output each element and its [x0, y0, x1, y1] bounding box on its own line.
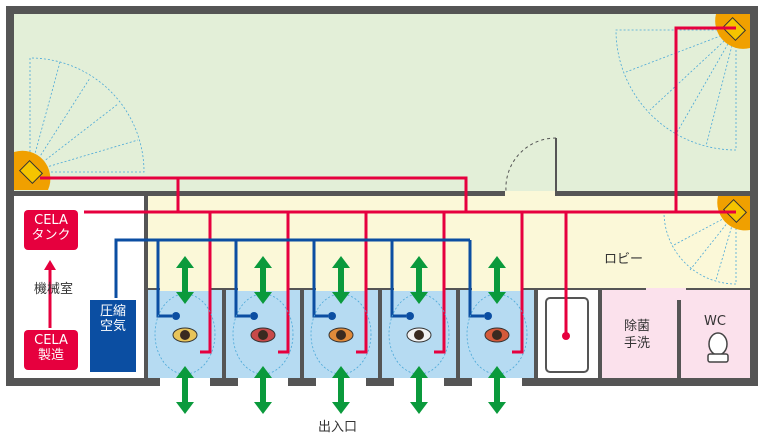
- cela-tank-label-2: タンク: [31, 228, 71, 243]
- cela-pipeline: [40, 26, 736, 354]
- compressed-air-label-2: 空気: [99, 319, 126, 334]
- person-icon: [172, 327, 510, 343]
- cela-production-label-2: 製造: [37, 348, 64, 363]
- restroom-area: [602, 290, 750, 378]
- sanitize-label-2: 手洗: [624, 336, 651, 351]
- lobby-area: [148, 196, 750, 288]
- cela-production-label-1: CELA: [34, 333, 68, 348]
- compressed-air-box: 圧縮 空気: [90, 300, 136, 372]
- sensor-coverage: [29, 29, 737, 285]
- door-icon: [505, 137, 557, 192]
- sanitize-label-1: 除菌: [624, 319, 651, 334]
- entrance-label: 出入口: [318, 420, 358, 435]
- toilet-icon: [707, 332, 729, 363]
- cela-production-box: CELA 製造: [24, 330, 78, 370]
- main-hall: [14, 14, 750, 191]
- wc-label: WC: [704, 314, 726, 329]
- lobby-label: ロビー: [604, 252, 644, 267]
- cela-tank-box: CELA タンク: [24, 210, 78, 250]
- cela-tank-label-1: CELA: [34, 213, 68, 228]
- restroom-divider: [677, 300, 681, 378]
- compressed-air-label-1: 圧縮: [99, 304, 126, 319]
- sanitize-label: 除菌 手洗: [624, 318, 650, 352]
- sensor-icon: [14, 150, 51, 190]
- machine-room-label: 機械室: [34, 282, 74, 297]
